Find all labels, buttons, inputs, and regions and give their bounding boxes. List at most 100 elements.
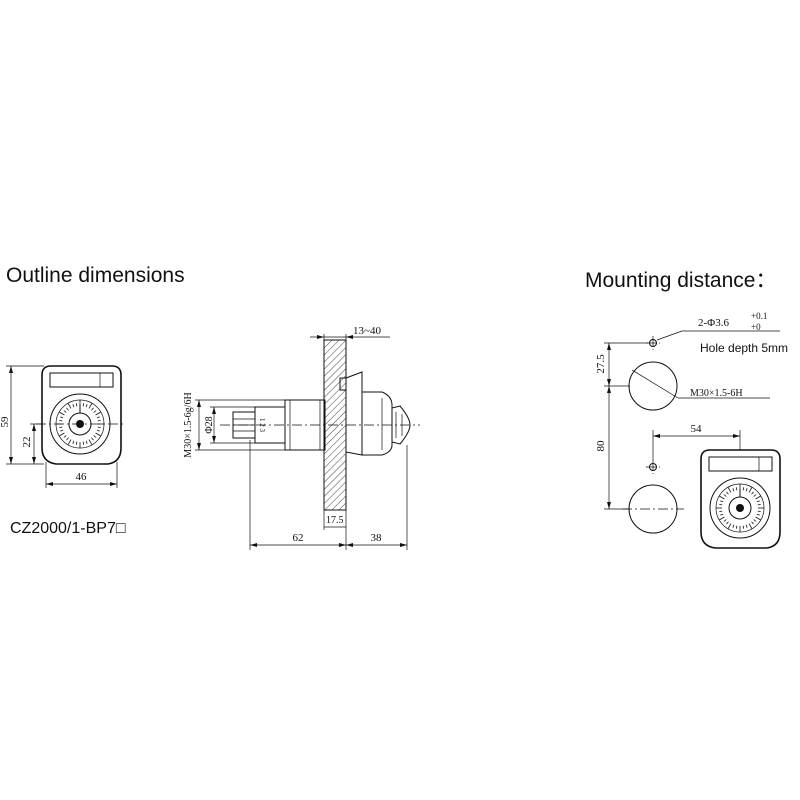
holes-label: 2-Φ3.6	[698, 317, 729, 329]
holes-tolerance-upper: +0.1	[751, 311, 767, 321]
dim-38-label: 38	[371, 532, 383, 544]
dim-22-label: 22	[21, 437, 33, 448]
dial-tick	[72, 440, 75, 444]
dim-13-40-label: 13~40	[353, 325, 381, 337]
dial-tick	[75, 403, 78, 407]
dial-tick	[748, 487, 753, 493]
thread-hole-leader	[631, 369, 679, 399]
dial-tick	[727, 487, 732, 493]
dial-tick	[93, 410, 97, 413]
mounted-device-label-window	[708, 456, 773, 472]
dial-tick	[97, 426, 101, 429]
dim-27-5-label: 27.5	[595, 354, 607, 374]
dial-tick	[59, 411, 65, 416]
dial-tick	[60, 416, 64, 419]
dial-tick	[719, 503, 723, 506]
dial-tick	[732, 524, 735, 528]
dial-tick	[745, 524, 748, 528]
dial-tick	[751, 521, 754, 525]
dial-tick	[88, 439, 93, 445]
front-view-body	[41, 365, 122, 465]
dim-phi28-label: Φ28	[204, 416, 215, 433]
side-view: 1 2 3 M30×1.5-6g/6H	[183, 325, 420, 550]
hole-leader	[656, 330, 683, 341]
dial-tick	[63, 435, 67, 438]
outline-dimensions-heading: Outline dimensions	[6, 264, 185, 287]
dim-80-label: 80	[595, 440, 607, 452]
front-view-dial-ticks	[56, 400, 104, 448]
dial-tick	[719, 516, 725, 521]
dial-tick	[95, 411, 101, 416]
dial-tick	[59, 426, 63, 429]
dial-tick	[755, 516, 761, 521]
hole-depth-label: Hole depth 5mm	[700, 341, 788, 355]
mounting-thread-hole-upper	[628, 361, 678, 411]
dial-tick	[720, 513, 724, 516]
dial-tick	[753, 494, 757, 497]
dial-tick	[72, 404, 75, 408]
thread-hole-label: M30×1.5-6H	[690, 388, 743, 399]
holes-tolerance-lower: +0	[751, 322, 761, 332]
dial-tick	[59, 419, 63, 422]
dial-tick	[753, 519, 757, 522]
front-bezel	[345, 371, 363, 456]
dial-tick	[719, 495, 725, 500]
model-number: CZ2000/1-BP7□	[10, 520, 126, 537]
dial-tick	[719, 510, 723, 513]
dial-tick	[66, 437, 69, 441]
dial-tick	[59, 432, 65, 437]
dial-tick	[726, 491, 729, 495]
dial-tick	[726, 521, 729, 525]
knob-body	[362, 391, 393, 456]
front-view-label-window	[49, 372, 114, 388]
dial-tick	[63, 410, 67, 413]
dial-tick	[96, 429, 100, 432]
dial-tick	[67, 403, 72, 409]
dial-tick	[95, 432, 101, 437]
dial-tick	[97, 419, 101, 422]
dial-tick	[727, 523, 732, 529]
dim-59-label: 59	[0, 416, 11, 428]
dial-tick	[757, 510, 761, 513]
dial-tick	[756, 513, 760, 516]
dial-tick	[67, 439, 72, 445]
dial-tick	[66, 407, 69, 411]
dial-tick	[748, 523, 753, 529]
dim-46-label: 46	[76, 471, 88, 483]
mounting-distance-heading: Mounting distance：	[585, 269, 777, 292]
dial-tick	[742, 525, 745, 529]
dial-tick	[91, 437, 94, 441]
mounted-device-body	[700, 449, 781, 549]
mounting-view: 2-Φ3.6 +0.1 +0 Hole depth 5mm M30×1.5-6H…	[595, 311, 788, 549]
dial-tick	[720, 500, 724, 503]
dial-tick	[60, 429, 64, 432]
mounted-device-dial-ticks	[716, 484, 764, 532]
dial-tick	[745, 488, 748, 492]
dim-54-label: 54	[691, 423, 703, 435]
dial-tick	[735, 525, 738, 529]
dial-tick	[742, 487, 745, 491]
dim-62-label: 62	[293, 532, 304, 544]
dial-tick	[82, 441, 85, 445]
dim-17-5-label: 17.5	[326, 515, 344, 526]
mounted-device-knob-center	[736, 504, 744, 512]
dial-tick	[732, 488, 735, 492]
bezel-clip	[339, 377, 347, 391]
dial-tick	[755, 495, 761, 500]
dial-tick	[751, 491, 754, 495]
dial-tick	[85, 404, 88, 408]
mounted-device-dial-ring	[709, 477, 771, 539]
dim-thread-label: M30×1.5-6g/6H	[183, 392, 194, 457]
dial-tick	[757, 503, 761, 506]
dial-tick	[96, 416, 100, 419]
dial-tick	[75, 441, 78, 445]
front-view: 59 22 46	[0, 365, 124, 488]
dial-tick	[735, 487, 738, 491]
dial-tick	[82, 403, 85, 407]
dial-tick	[756, 500, 760, 503]
dial-tick	[88, 403, 93, 409]
dial-tick	[723, 519, 727, 522]
dial-tick	[85, 440, 88, 444]
